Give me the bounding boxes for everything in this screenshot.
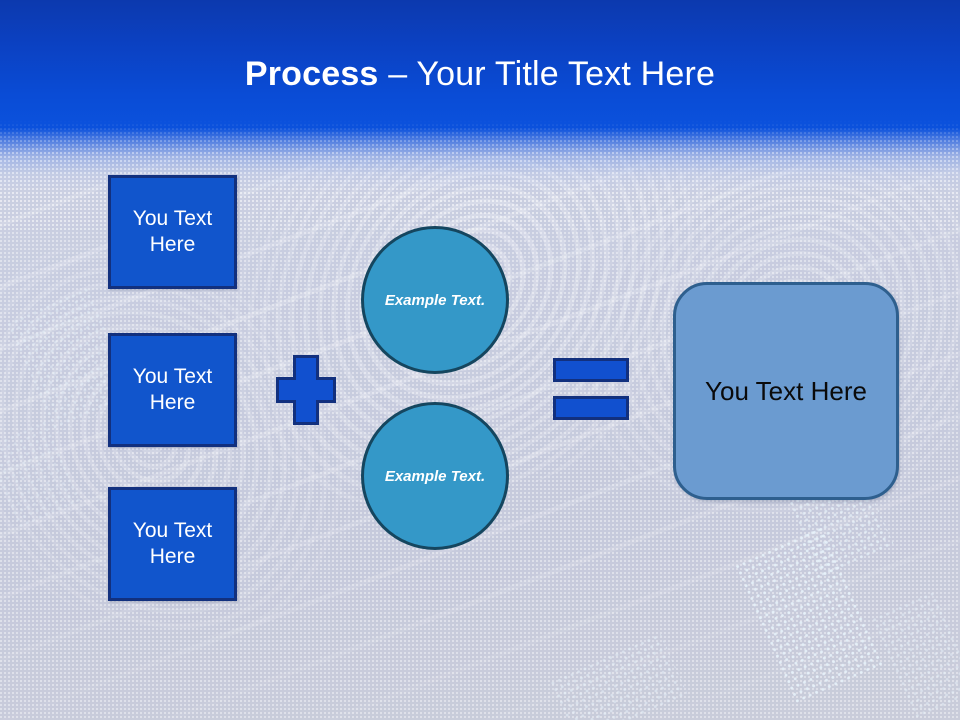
equals-icon-top-bar <box>553 358 629 382</box>
header-band <box>0 0 960 200</box>
equals-icon <box>553 358 629 420</box>
example-circle-1[interactable]: Example Text. <box>361 226 509 374</box>
input-box-3[interactable]: You Text Here <box>108 487 237 601</box>
input-box-2-label: You Text Here <box>132 365 213 414</box>
page-title: Process – Your Title Text Here <box>0 52 960 96</box>
example-circle-2-label: Example Text. <box>384 467 486 485</box>
example-circle-1-label: Example Text. <box>384 291 486 309</box>
plus-icon-inner-vertical <box>296 358 316 422</box>
result-box[interactable]: You Text Here <box>673 282 899 500</box>
page-title-rest: – Your Title Text Here <box>378 55 716 93</box>
page-title-bold: Process <box>244 55 379 93</box>
input-box-1-label: You Text Here <box>132 207 213 256</box>
input-box-2[interactable]: You Text Here <box>108 333 237 447</box>
result-box-label: You Text Here <box>705 376 867 406</box>
equals-icon-bottom-bar <box>553 396 629 420</box>
example-circle-2[interactable]: Example Text. <box>361 402 509 550</box>
plus-icon <box>276 355 336 425</box>
input-box-3-label: You Text Here <box>132 519 213 568</box>
input-box-1[interactable]: You Text Here <box>108 175 237 289</box>
